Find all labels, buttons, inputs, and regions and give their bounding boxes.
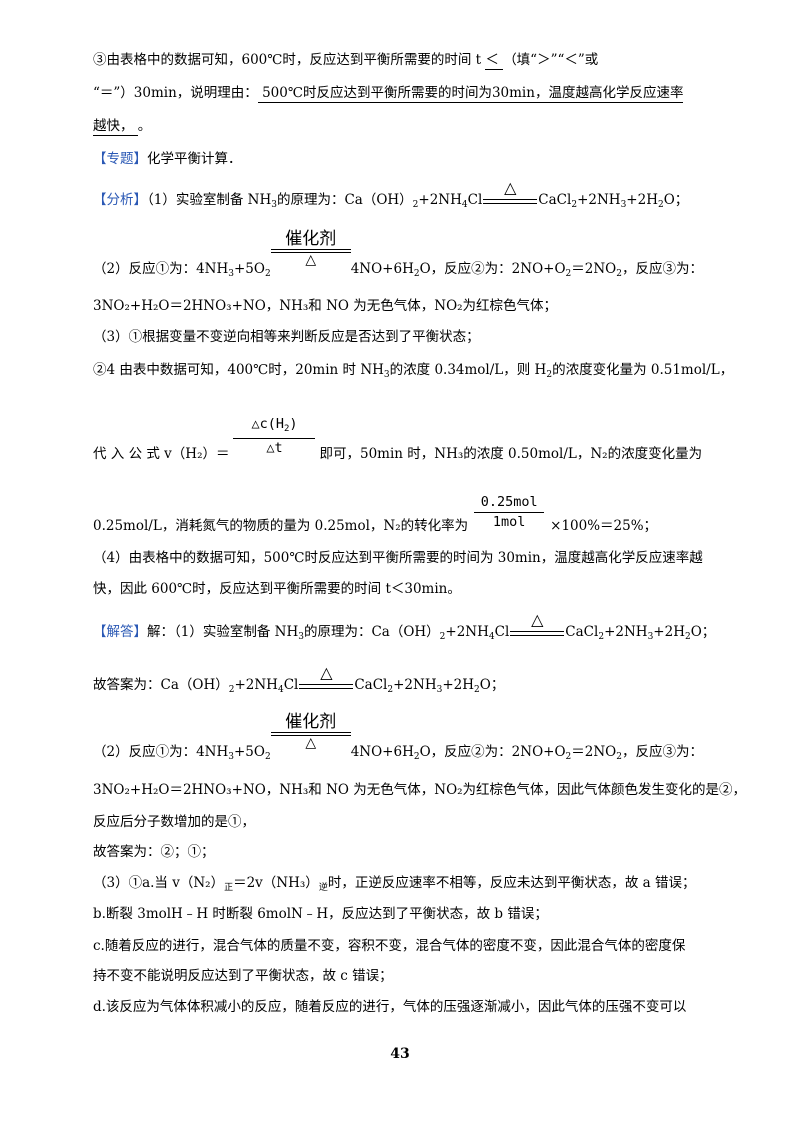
answer-line-4: 3NO₂+H₂O＝2HNO₃+NO，NH₃和 NO 为无色气体，NO₂为红棕色气… (93, 782, 747, 798)
analysis-line-9: 快，因此 600℃时，反应达到平衡所需要的时间 t＜30min。 (93, 581, 461, 597)
heat-arrow: △ (483, 178, 538, 210)
answer-line-5: 反应后分子数增加的是①， (93, 814, 255, 830)
answer-line-1: 【解答】解：（1）实验室制备 NH3的原理为：Ca（OH）2+2NH4Cl△Ca… (93, 610, 716, 642)
answer-blank: ＜ (485, 52, 504, 70)
delta-icon: △ (504, 178, 517, 197)
delta-icon: △ (320, 663, 333, 682)
answer-tag: 【解答】 (93, 624, 147, 640)
analysis-line-3: 3NO₂+H₂O＝2HNO₃+NO，NH₃和 NO 为无色气体，NO₂为红棕色气… (93, 298, 558, 314)
heat-arrow: △ (510, 610, 565, 642)
analysis-line-1: 【分析】（1）实验室制备 NH3的原理为：Ca（OH）2+2NH4Cl△CaCl… (93, 178, 689, 210)
reason-line-2: 越快， 。 (93, 118, 152, 136)
catalyst-condition: 催化剂△ (270, 229, 351, 279)
answer-line-8: b.断裂 3molH﹣H 时断裂 6molN﹣H，反应达到了平衡状态，故 b 错… (93, 906, 548, 922)
delta-icon: △ (305, 735, 317, 751)
heat-arrow: △ (299, 663, 354, 695)
analysis-tag: 【分析】 (93, 192, 147, 208)
answer-line-7: （3）①a.当 v（N₂）正＝2v（NH₃）逆时，正逆反应速率不相等，反应未达到… (93, 875, 696, 893)
answer-line-11: d.该反应为气体体积减小的反应，随着反应的进行，气体的压强逐渐减小，因此气体的压… (93, 999, 687, 1015)
answer-line-2: 故答案为：Ca（OH）2+2NH4Cl△CaCl2+2NH3+2H2O； (93, 663, 505, 695)
analysis-line-4: （3）①根据变量不变逆向相等来判断反应是否达到了平衡状态； (93, 329, 480, 345)
reason-line-1: “＝”）30min，说明理由： 500℃时反应达到平衡所需要的时间为30min，… (93, 85, 684, 103)
answer-line-10: 持不变不能说明反应达到了平衡状态，故 c 错误； (93, 968, 393, 984)
answer-line-9: c.随着反应的进行，混合气体的质量不变，容积不变，混合气体的密度不变，因此混合气… (93, 938, 686, 954)
catalyst-condition: 催化剂△ (270, 712, 351, 762)
answer-line-6: 故答案为：②；①； (93, 844, 215, 860)
analysis-line-5: ②4 由表中数据可知，400℃时，20min 时 NH3的浓度 0.34mol/… (93, 362, 734, 380)
topic-line: 【专题】化学平衡计算． (93, 151, 242, 167)
rate-fraction: △c(H2)△t (229, 416, 319, 464)
delta-icon: △ (531, 610, 544, 629)
reason-blank: 500℃时反应达到平衡所需要的时间为30min，温度越高化学反应速率 (257, 85, 684, 103)
answer-line-3-question: ③由表格中的数据可知，600℃时，反应达到平衡所需要的时间 t ＜ （填“＞”“… (93, 52, 599, 70)
delta-icon: △ (305, 252, 317, 268)
topic-tag: 【专题】 (93, 151, 147, 167)
page-number: 43 (390, 1046, 410, 1062)
analysis-line-8: （4）由表格中的数据可知，500℃时反应达到平衡所需要的时间为 30min，温度… (93, 550, 703, 566)
